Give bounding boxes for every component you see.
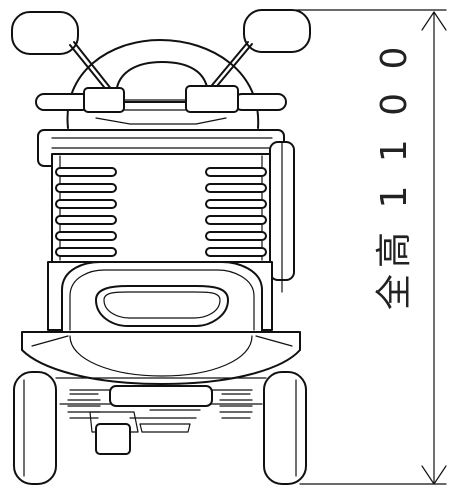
windshield [66, 39, 260, 129]
vents-left [55, 167, 117, 257]
spring-right [219, 393, 253, 419]
spring-left [67, 393, 101, 419]
wheel-left [13, 371, 57, 485]
front-bumper [21, 331, 301, 385]
mirror-right [207, 9, 311, 93]
headlight-dome [115, 61, 209, 97]
height-dimension: 全高 1 1 0 0 [295, 9, 447, 485]
height-dimension-label: 全高 1 1 0 0 [374, 41, 415, 310]
vents-right [205, 167, 267, 257]
mirror-left [11, 11, 113, 93]
wheel-right [263, 371, 307, 485]
front-grille [95, 285, 229, 327]
handlebar [35, 85, 287, 125]
undercarriage [55, 377, 267, 455]
